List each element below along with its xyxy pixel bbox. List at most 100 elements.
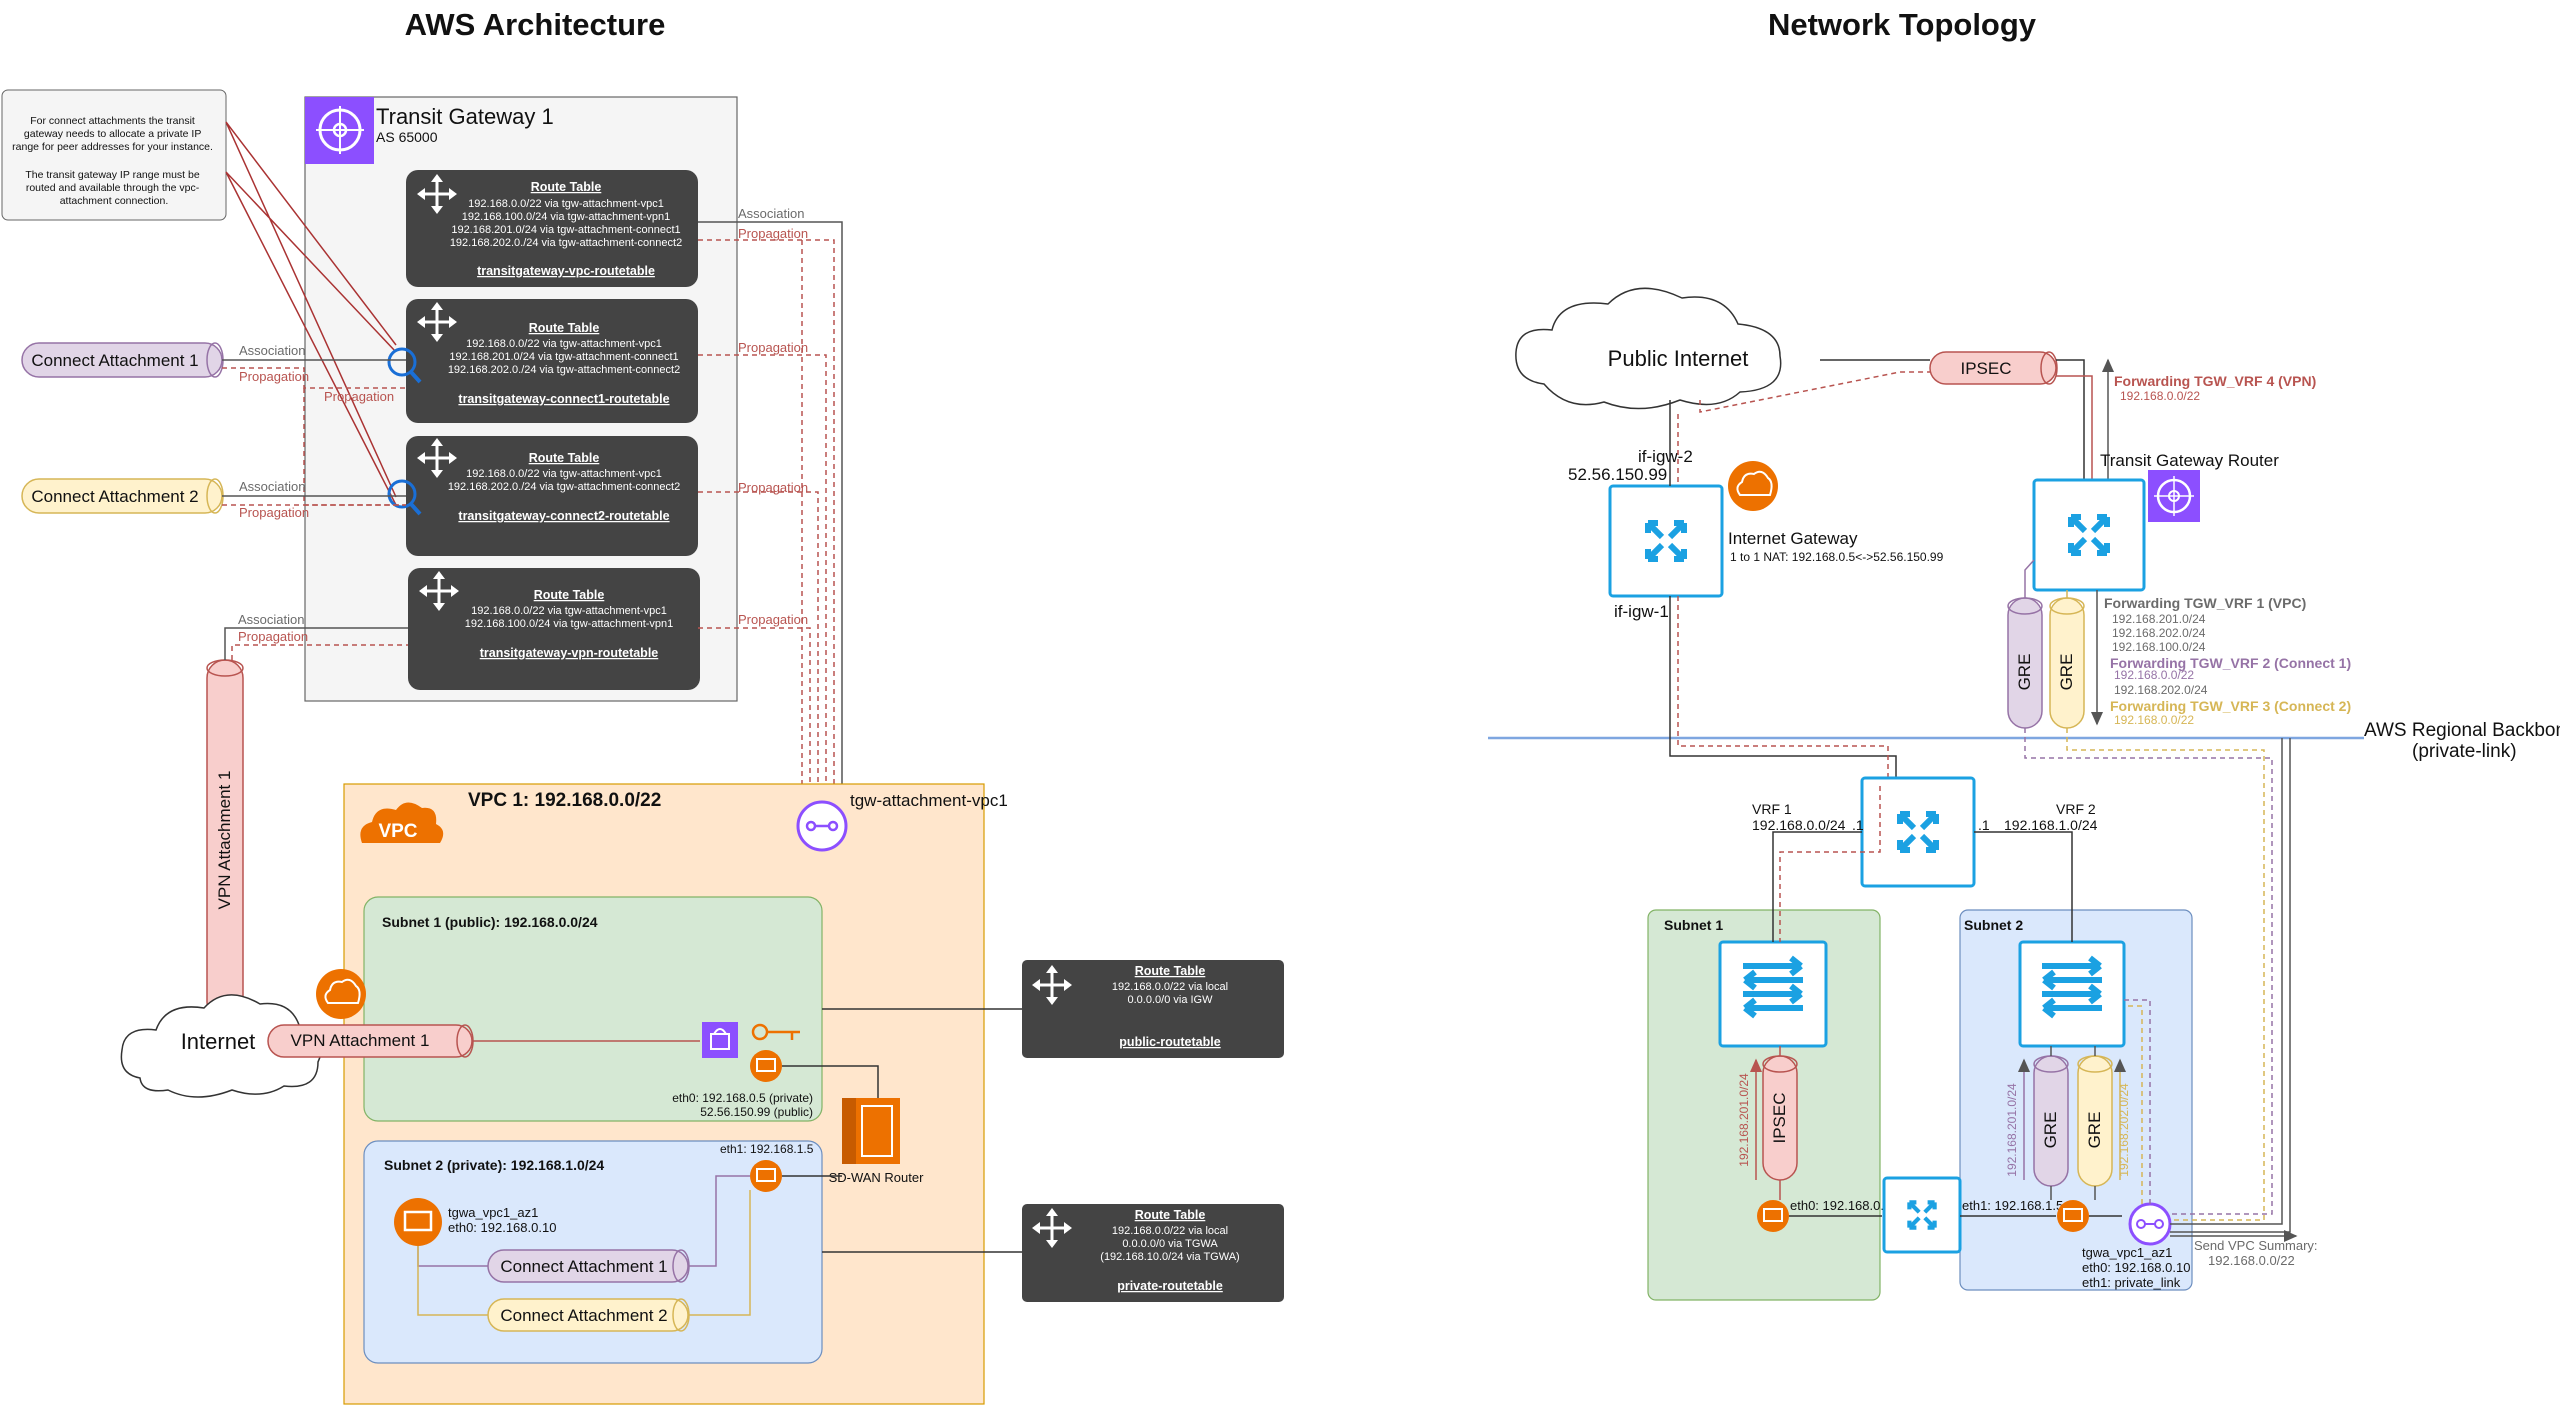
cloud-icon <box>316 969 366 1019</box>
if-igw-2-ip: 52.56.150.99 <box>1568 465 1667 484</box>
connect-attachment-2[interactable]: Connect Attachment 2 <box>21 478 224 514</box>
note-line: attachment connection. <box>60 195 169 207</box>
internet-gateway-router[interactable] <box>1608 484 1724 598</box>
route-entry: 192.168.0.0/22 via local <box>1112 981 1228 993</box>
ipsec-tunnel-vertical[interactable]: IPSEC <box>1762 1055 1798 1181</box>
send-summary-label: Send VPC Summary: <box>2194 1238 2318 1253</box>
eth1-label: eth1: 192.168.1.5 <box>720 1142 814 1156</box>
route-201-label: 192.168.201.0/24 <box>2005 1083 2019 1177</box>
gre-tunnel-connect1[interactable]: GRE <box>2007 597 2043 729</box>
ipsec-label: IPSEC <box>1960 359 2011 378</box>
connect-attachment-2-subnet[interactable]: Connect Attachment 2 <box>487 1298 690 1332</box>
tgw-router-icon <box>2148 470 2200 522</box>
transit-gateway-router[interactable] <box>2032 478 2146 592</box>
route-table-name: transitgateway-vpc-routetable <box>477 264 655 278</box>
forwarding-vrf1-route: 192.168.201.0/24 <box>2112 612 2206 626</box>
route-table-name: transitgateway-vpn-routetable <box>480 646 659 660</box>
route-table-connect1: Route Table 192.168.0.0/22 via tgw-attac… <box>406 299 698 423</box>
vrf2-network: 192.168.1.0/24 <box>2004 817 2098 833</box>
connect-attachment-2-label: Connect Attachment 2 <box>500 1306 667 1325</box>
subnet-1-label: Subnet 1 <box>1664 917 1723 933</box>
if-igw-1-label: if-igw-1 <box>1614 602 1669 621</box>
route-entry: 192.168.0.0/22 via tgw-attachment-vpc1 <box>471 605 667 617</box>
forwarding-vrf1-route: 192.168.202.0/24 <box>2112 626 2206 640</box>
route-entry: 192.168.202.0./24 via tgw-attachment-con… <box>450 237 682 249</box>
vpn-attachment-1-label: VPN Attachment 1 <box>291 1031 430 1050</box>
propagation-label: Propagation <box>324 389 394 404</box>
subnet-1-public: Subnet 1 (public): 192.168.0.0/24 <box>363 896 823 1122</box>
subnet-2-label: Subnet 2 <box>1964 917 2023 933</box>
vpn-attachment-1[interactable]: VPN Attachment 1 <box>267 1024 474 1058</box>
sdwan-router-label: SD-WAN Router <box>829 1170 925 1185</box>
gre-tunnel-subnet-connect1[interactable]: GRE <box>2033 1055 2069 1187</box>
forwarding-vrf3-route: 192.168.0.0/22 <box>2114 713 2194 727</box>
route-table-title: Route Table <box>534 588 605 602</box>
vrf1-label: VRF 1 <box>1752 801 1792 817</box>
search-icon <box>387 479 422 516</box>
internet-label: Internet <box>181 1029 256 1054</box>
forwarding-vrf3-label: Forwarding TGW_VRF 3 (Connect 2) <box>2110 698 2351 714</box>
public-internet-label: Public Internet <box>1608 346 1749 371</box>
note-line: For connect attachments the transit <box>30 115 195 127</box>
route-entry: 192.168.0.0/22 via tgw-attachment-vpc1 <box>468 198 664 210</box>
propagation-label: Propagation <box>738 480 808 495</box>
aws-cloud-icon <box>1728 461 1778 511</box>
note-line: routed and available through the vpc- <box>26 182 200 194</box>
vrf2-gateway: .1 <box>1978 817 1990 833</box>
network-interface-eth1-icon <box>750 1160 782 1192</box>
route-table-title: Route Table <box>1135 964 1206 978</box>
subnet-2-switch[interactable] <box>2018 940 2126 1048</box>
backbone-label: AWS Regional Backbone <box>2364 720 2560 741</box>
eth0-label: eth0: 192.168.0.5 <box>1790 1198 1891 1213</box>
route-entry: 192.168.202.0./24 via tgw-attachment-con… <box>448 481 680 493</box>
tgw-asn: AS 65000 <box>376 129 438 145</box>
propagation-label: Propagation <box>738 612 808 627</box>
eth1-label: eth1: 192.168.1.5 <box>1962 1198 2063 1213</box>
vpn-attachment-1-vertical[interactable]: VPN Attachment 1 <box>206 659 244 1021</box>
tgwa-name: tgwa_vpc1_az1 <box>2082 1245 2172 1260</box>
ipsec-tunnel[interactable]: IPSEC <box>1929 351 2058 385</box>
forwarding-vrf2-route: 192.168.0.0/22 <box>2114 668 2194 682</box>
key-icon <box>751 1023 800 1041</box>
tgwa-eni-icon <box>394 1198 442 1246</box>
route-entry: 192.168.201.0/24 via tgw-attachment-conn… <box>451 224 680 236</box>
tgwa-attachment-icon[interactable] <box>2128 1202 2172 1246</box>
forwarding-vrf1-route: 192.168.100.0/24 <box>2112 640 2206 654</box>
subnet-1-eni-icon <box>1757 1200 1789 1232</box>
route-202-label: 192.168.202.0/24 <box>2117 1083 2131 1177</box>
tgwa-name: tgwa_vpc1_az1 <box>448 1205 538 1220</box>
association-label: Association <box>738 206 804 221</box>
vpn-attachment-1-label: VPN Attachment 1 <box>215 771 234 910</box>
connect-attachment-1-label: Connect Attachment 1 <box>500 1257 667 1276</box>
route-entry: 192.168.0.0/22 via tgw-attachment-vpc1 <box>466 338 662 350</box>
forwarding-vrf2-route: 192.168.202.0/24 <box>2114 683 2208 697</box>
propagation-label: Propagation <box>238 629 308 644</box>
note-line: range for peer addresses for your instan… <box>12 141 213 153</box>
search-icon <box>387 347 422 384</box>
route-table-name: private-routetable <box>1117 1279 1223 1293</box>
public-internet-cloud: Public Internet <box>1515 287 1782 410</box>
gre-label: GRE <box>2057 654 2076 691</box>
tgw-attachment-vpc1-icon[interactable] <box>796 800 848 852</box>
route-table-name: public-routetable <box>1119 1035 1220 1049</box>
connect-attachment-1[interactable]: Connect Attachment 1 <box>21 342 224 378</box>
connect-attachment-1-subnet[interactable]: Connect Attachment 1 <box>487 1249 690 1283</box>
sdwan-router-icon <box>842 1098 900 1164</box>
gre-tunnel-connect2[interactable]: GRE <box>2049 597 2085 729</box>
route-table-private: Route Table 192.168.0.0/22 via local 0.0… <box>1022 1204 1284 1302</box>
send-summary-network: 192.168.0.0/22 <box>2208 1253 2295 1268</box>
association-label: Association <box>239 343 305 358</box>
connect-attachment-1-label: Connect Attachment 1 <box>31 351 198 370</box>
vpc-router[interactable] <box>1860 776 1976 888</box>
route-table-public: Route Table 192.168.0.0/22 via local 0.0… <box>1022 960 1284 1058</box>
gre-tunnel-subnet-connect2[interactable]: GRE <box>2077 1055 2113 1187</box>
svg-text:For connect attachments the tr: For connect attachments the transit gate… <box>12 115 216 207</box>
sdwan-router-topology[interactable] <box>1882 1176 1962 1254</box>
route-table-vpn: Route Table 192.168.0.0/22 via tgw-attac… <box>408 568 700 690</box>
subnet-1-switch[interactable] <box>1718 940 1828 1048</box>
vpn-gateway-icon <box>702 1022 738 1058</box>
route-entry: 0.0.0.0/0 via TGWA <box>1122 1238 1218 1250</box>
gre-label: GRE <box>2015 654 2034 691</box>
note-box: For connect attachments the transit gate… <box>1 89 227 221</box>
